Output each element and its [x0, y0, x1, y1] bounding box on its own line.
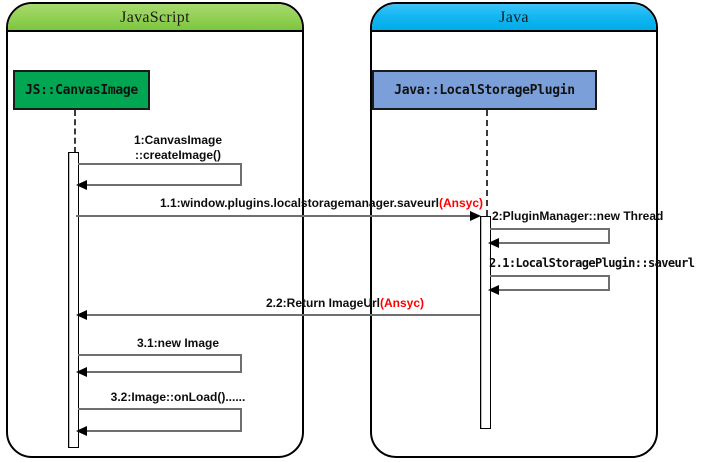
message-2-1-turn-line: [608, 275, 610, 289]
message-2-arrowhead: [488, 238, 499, 248]
message-2-out-line: [490, 228, 610, 230]
message-3-1-arrowhead: [76, 367, 87, 377]
lane-javascript-title: JavaScript: [8, 4, 302, 32]
message-2-turn-line: [608, 228, 610, 242]
message-3-1-return-line: [84, 371, 242, 373]
message-label-1-1: 1.1:window.plugins.localstoragemanager.s…: [160, 196, 483, 210]
participant-js-canvasimage[interactable]: JS::CanvasImage: [13, 70, 150, 110]
message-3-1-turn-line: [240, 354, 242, 371]
message-1-out-line: [78, 163, 242, 165]
message-3-2-out-line: [78, 408, 242, 410]
message-2-return-line: [496, 242, 610, 244]
message-1-1-line: [76, 215, 472, 217]
message-label-2-2: 2.2:Return ImageUrl(Ansyc): [210, 296, 480, 310]
participant-java-localstorageplugin[interactable]: Java::LocalStoragePlugin: [372, 70, 597, 110]
message-label-1-line2: ::createImage(): [134, 148, 222, 162]
message-1-return-line: [84, 184, 242, 186]
lifeline-javascript-dashed: [74, 110, 76, 153]
message-3-2-return-line: [84, 430, 242, 432]
message-2-1-return-line: [496, 289, 610, 291]
lane-java-title: Java: [372, 4, 656, 32]
message-2-1-arrowhead: [488, 285, 499, 295]
message-2-2-async-tag: (Ansyc): [380, 296, 425, 310]
message-label-3-1: 3.1:new Image: [136, 336, 220, 350]
lane-java: Java: [370, 2, 658, 458]
message-label-2-1: 2.1:LocalStoragePlugin::saveurl: [489, 256, 695, 270]
activation-bar-javascript: [68, 152, 79, 448]
message-1-turn-line: [240, 163, 242, 184]
message-2-1-out-line: [490, 275, 610, 277]
message-2-2-line: [84, 314, 480, 316]
message-2-2-text: 2.2:Return ImageUrl: [265, 296, 380, 310]
message-label-3-2: 3.2:Image::onLoad()......: [110, 390, 246, 404]
message-label-1-line1: 1:CanvasImage: [133, 133, 223, 147]
message-3-2-turn-line: [240, 408, 242, 430]
message-3-1-out-line: [78, 354, 242, 356]
message-3-2-arrowhead: [76, 426, 87, 436]
lifeline-java-dashed: [486, 110, 488, 216]
message-2-2-arrowhead: [76, 310, 87, 320]
message-label-2: 2:PluginManager::new Thread: [492, 209, 664, 223]
activation-bar-java: [480, 216, 491, 429]
message-1-1-arrowhead: [470, 211, 481, 221]
message-1-1-async-tag: (Ansyc): [438, 196, 483, 210]
message-1-arrowhead: [76, 180, 87, 190]
message-1-1-text: 1.1:window.plugins.localstoragemanager.s…: [160, 196, 439, 210]
